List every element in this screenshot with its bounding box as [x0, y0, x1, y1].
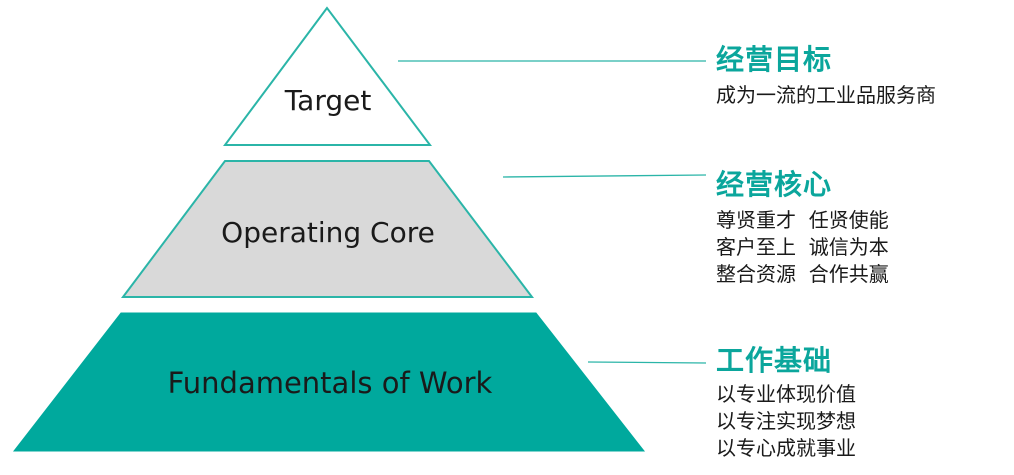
section-line: 整合资源 合作共赢	[716, 262, 889, 286]
tier-label-target: Target	[284, 84, 372, 117]
section-line: 以专心成就事业	[716, 436, 856, 460]
section-title: 经营目标	[716, 43, 833, 76]
connector-line-fundamentals	[587, 361, 707, 364]
tier-target-shape	[223, 6, 433, 146]
section-title: 经营核心	[716, 168, 833, 201]
section-line: 尊贤重才 任贤使能	[716, 208, 889, 232]
tier-label-operating-core: Operating Core	[221, 216, 435, 249]
section-work-foundation: 工作基础 以专业体现价值 以专注实现梦想 以专心成就事业	[716, 343, 856, 462]
section-line: 成为一流的工业品服务商	[716, 83, 936, 107]
section-line: 以专注实现梦想	[716, 409, 856, 433]
tier-fundamentals-shape	[12, 312, 646, 452]
section-line: 以专业体现价值	[716, 382, 856, 406]
section-business-goal: 经营目标 成为一流的工业品服务商	[716, 42, 936, 109]
section-line: 客户至上 诚信为本	[716, 235, 889, 259]
section-title: 工作基础	[716, 344, 833, 377]
section-business-core: 经营核心 尊贤重才 任贤使能 客户至上 诚信为本 整合资源 合作共赢	[716, 167, 889, 288]
connector-line-core	[502, 174, 707, 178]
tier-label-fundamentals: Fundamentals of Work	[167, 366, 493, 400]
tier-core-shape	[121, 160, 535, 298]
